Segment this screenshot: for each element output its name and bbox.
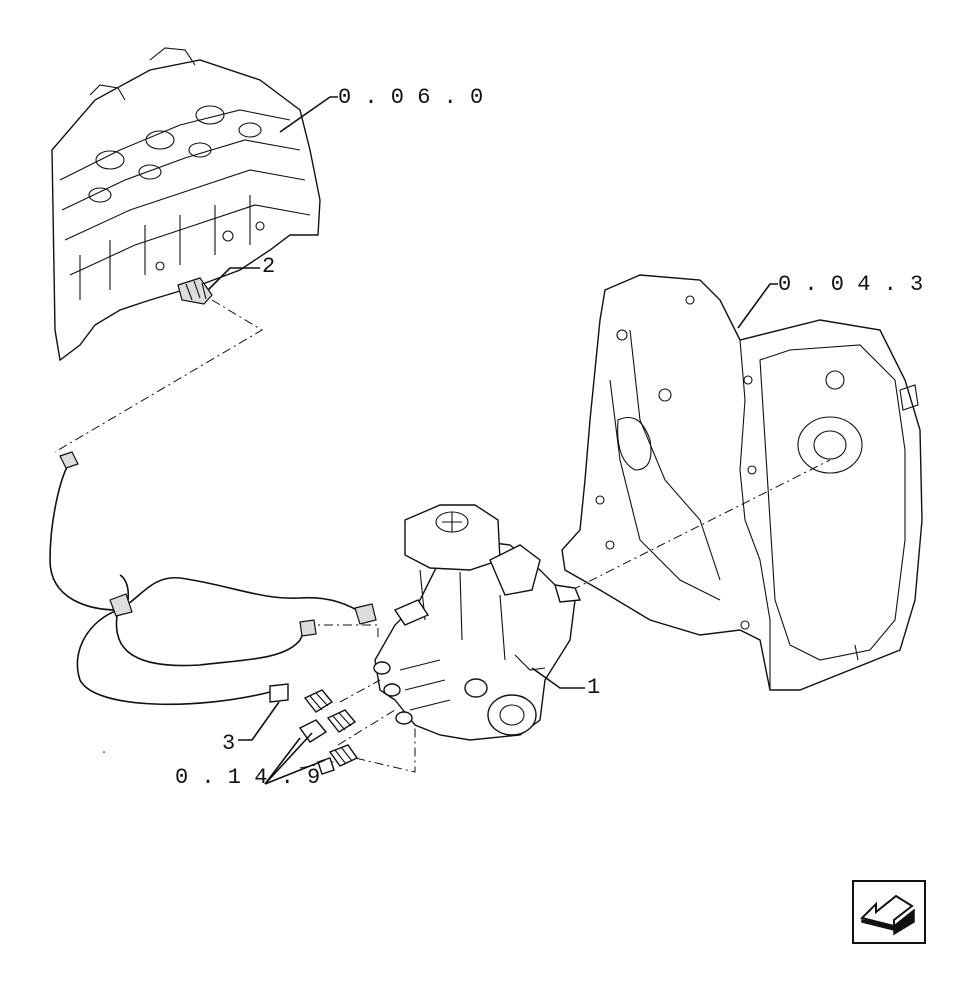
connector-callout: 3 <box>222 731 235 756</box>
timing-cover-drawing <box>561 274 923 691</box>
wiring-harness-drawing <box>49 451 377 706</box>
temperature-sensor-drawing <box>177 277 213 305</box>
sensor-callout: 2 <box>262 254 275 279</box>
arrow-back-icon <box>860 894 915 936</box>
timing-cover-leader <box>737 283 778 329</box>
fittings-leader-3 <box>264 732 313 785</box>
fittings-ref-label: 0 . 1 4 . 9 <box>175 765 320 790</box>
timing-cover-ref-label: 0 . 0 4 . 3 <box>778 272 923 297</box>
cylinder-head-drawing <box>51 47 321 362</box>
outlet-guide-line-3 <box>337 709 396 746</box>
outlet-guide-line-2 <box>339 679 381 703</box>
stray-dot <box>103 751 105 753</box>
sensor-leader <box>207 267 260 291</box>
pump-callout: 1 <box>587 675 600 700</box>
back-navigation-button[interactable] <box>852 880 926 944</box>
pump-leader <box>531 667 585 689</box>
cylinder-head-ref-label: 0 . 0 6 . 0 <box>338 85 483 110</box>
cylinder-head-leader <box>279 96 338 133</box>
sensor-connection-line <box>54 299 263 453</box>
outlet-guide-line-1 <box>305 624 379 640</box>
injection-pump-drawing <box>373 504 582 741</box>
connector-leader <box>238 701 280 741</box>
fittings-leader-2 <box>264 759 326 785</box>
fittings-drawing <box>298 689 359 775</box>
fittings-leader-1 <box>264 737 301 785</box>
